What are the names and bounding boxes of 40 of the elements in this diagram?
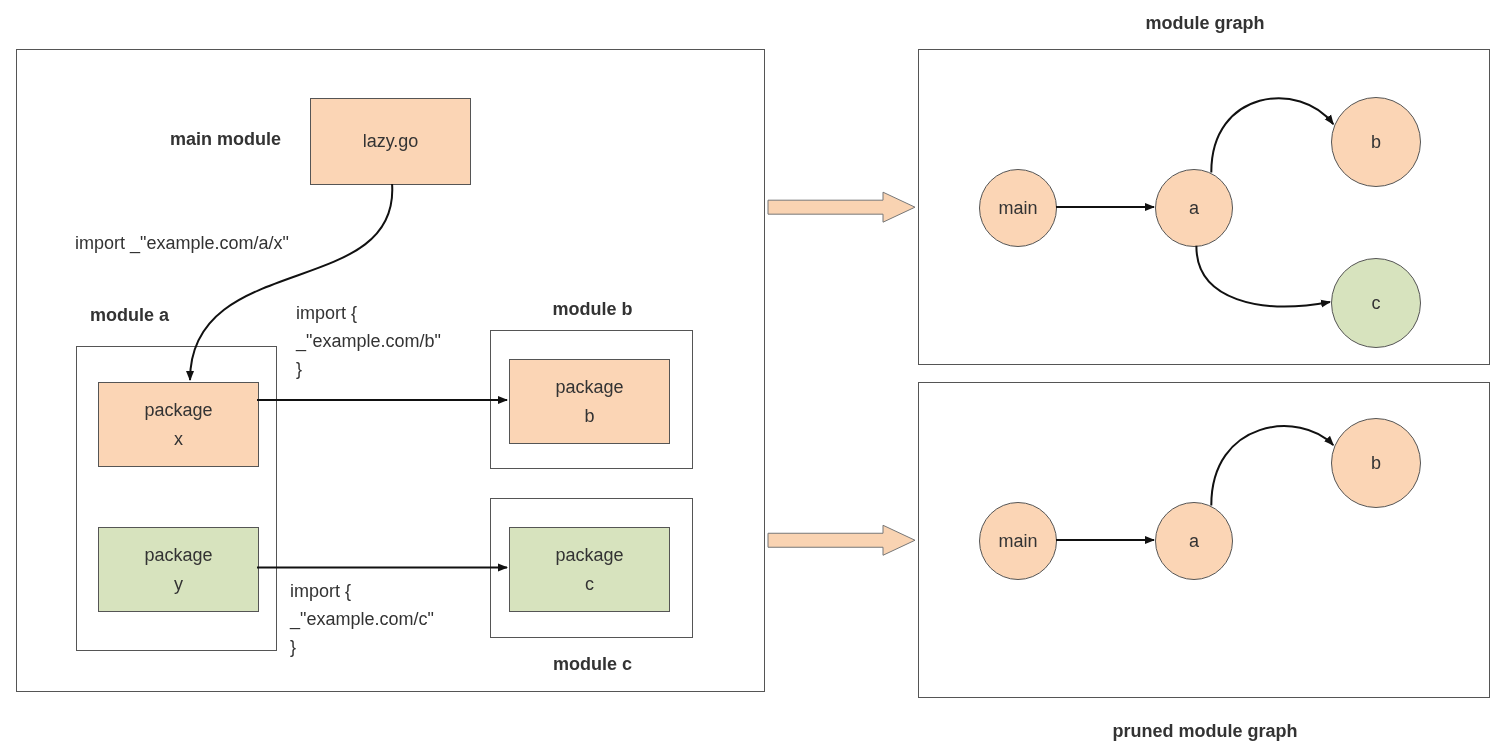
arrow (187, 183, 394, 381)
module-heading: module graph (1144, 13, 1266, 34)
module-heading: module c (552, 654, 633, 675)
node-label: package x (143, 398, 214, 451)
package-box (509, 359, 670, 444)
module-circle (1331, 97, 1421, 187)
arrow (1210, 425, 1335, 507)
panel-frame (16, 49, 765, 692)
package-box (509, 527, 670, 612)
block-arrow (767, 191, 916, 223)
node-label: c (1371, 291, 1381, 315)
module-circle (1155, 502, 1233, 580)
module-circle (979, 169, 1057, 247)
node-label: b (1371, 451, 1381, 475)
node-label: b (1371, 130, 1381, 154)
module-heading: pruned module graph (1111, 721, 1299, 742)
node-label: package y (143, 543, 214, 596)
module-heading: module b (551, 299, 634, 320)
module-circle (979, 502, 1057, 580)
module-circle (1331, 258, 1421, 348)
arrow (256, 563, 508, 572)
arrow (256, 396, 508, 404)
arrow (1055, 203, 1155, 211)
node-label: a (1189, 529, 1199, 553)
arrow (1055, 536, 1155, 544)
block-arrow (767, 524, 916, 556)
module-circle (1155, 169, 1233, 247)
module-heading: main module (170, 129, 281, 150)
node-label: package c (554, 543, 625, 596)
package-box (98, 527, 259, 612)
arrow (1210, 97, 1335, 174)
module-circle (1331, 418, 1421, 508)
node-label: a (1189, 196, 1199, 220)
node-label: package b (554, 375, 625, 428)
node-label: main (998, 529, 1038, 553)
arrow (1195, 244, 1331, 308)
node-label: main (998, 196, 1038, 220)
node-label: lazy.go (362, 130, 419, 154)
module-heading: module a (90, 305, 169, 326)
package-box (98, 382, 259, 467)
